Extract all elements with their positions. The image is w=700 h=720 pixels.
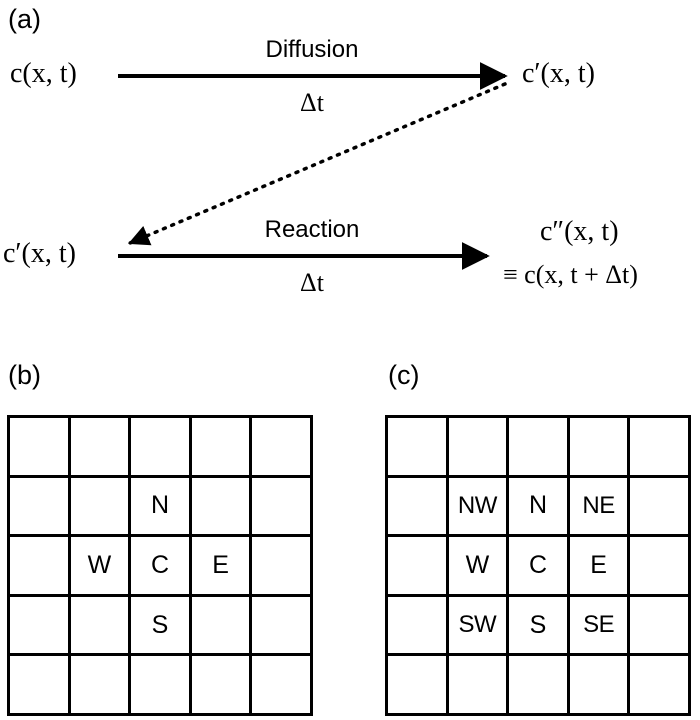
stencil-cell-empty	[509, 418, 570, 478]
expression-equivalence-c-of-x-t-plus-dt: ≡ c(x, t + Δt)	[503, 260, 638, 289]
stencil-cell-empty	[388, 418, 449, 478]
stencil-cell-empty	[191, 656, 253, 716]
stencil-cell-w: W	[70, 537, 132, 597]
stencil-cell-empty	[252, 477, 313, 538]
stencil-cell-empty	[10, 596, 71, 657]
stencil-cell-sw: SW	[448, 596, 510, 657]
stencil-cell-empty	[252, 418, 313, 478]
stencil-cell-empty	[10, 656, 71, 716]
stencil-cell-empty	[10, 537, 71, 597]
stencil-cell-c: C	[509, 537, 570, 597]
diffusion-arrow-label: Diffusion	[265, 36, 359, 63]
stencil-cell-empty	[131, 418, 192, 478]
stencil-cell-c: C	[131, 537, 192, 597]
stencil-cell-empty	[630, 477, 691, 538]
stencil-cell-empty	[388, 537, 449, 597]
expression-c-of-x-t: c(x, t)	[10, 58, 77, 89]
stencil-cell-n: N	[131, 477, 192, 538]
stencil-cell-empty	[252, 537, 313, 597]
reaction-arrow-label: Reaction	[264, 216, 360, 243]
stencil-cell-se: SE	[569, 596, 631, 657]
stencil-cell-empty	[70, 418, 132, 478]
stencil-cell-n: N	[509, 477, 570, 538]
stencil-cell-empty	[630, 596, 691, 657]
stencil-cell-empty	[630, 537, 691, 597]
stencil-cell-empty	[569, 656, 631, 716]
stencil-cell-empty	[388, 656, 449, 716]
stencil-cell-empty	[388, 477, 449, 538]
stencil-cell-empty	[191, 477, 253, 538]
stencil-cell-empty	[70, 596, 132, 657]
reaction-timestep-label: Δt	[300, 268, 324, 297]
panel-a-arrows	[118, 62, 508, 270]
expression-c-prime-after-diffusion: c′(x, t)	[522, 58, 595, 89]
stencil-cell-empty	[131, 656, 192, 716]
stencil-cell-empty	[191, 418, 253, 478]
stencil-cell-empty	[191, 596, 253, 657]
stencil-cell-empty	[569, 418, 631, 478]
stencil-cell-empty	[448, 656, 510, 716]
stencil-cell-s: S	[509, 596, 570, 657]
stencil-cell-empty	[10, 418, 71, 478]
panel-a-diffusion-reaction-scheme: (a) c(x, t) c′(x, t) c′(x, t) c″(x, t)	[0, 0, 700, 340]
panel-a-label: (a)	[8, 4, 41, 34]
stencil-cell-ne: NE	[569, 477, 631, 538]
stencil-cell-s: S	[131, 596, 192, 657]
diffusion-timestep-label: Δt	[300, 88, 324, 117]
stencil-cell-empty	[252, 656, 313, 716]
stencil-cell-nw: NW	[448, 477, 510, 538]
stencil-cell-e: E	[191, 537, 253, 597]
stencil-cell-empty	[252, 596, 313, 657]
stencil-cell-empty	[388, 596, 449, 657]
stencil-cell-empty	[70, 477, 132, 538]
stencil-cell-e: E	[569, 537, 631, 597]
panel-c-label: (c)	[388, 360, 420, 390]
stencil-cell-empty	[10, 477, 71, 538]
expression-c-prime-reaction-input: c′(x, t)	[3, 238, 76, 269]
panel-b-label: (b)	[8, 360, 41, 390]
stencil-cell-w: W	[448, 537, 510, 597]
stencil-cell-empty	[509, 656, 570, 716]
stencil-cell-empty	[70, 656, 132, 716]
stencil-cell-empty	[630, 418, 691, 478]
stencil-cell-empty	[630, 656, 691, 716]
expression-c-double-prime-after-reaction: c″(x, t)	[540, 216, 619, 247]
stencil-cell-empty	[448, 418, 510, 478]
